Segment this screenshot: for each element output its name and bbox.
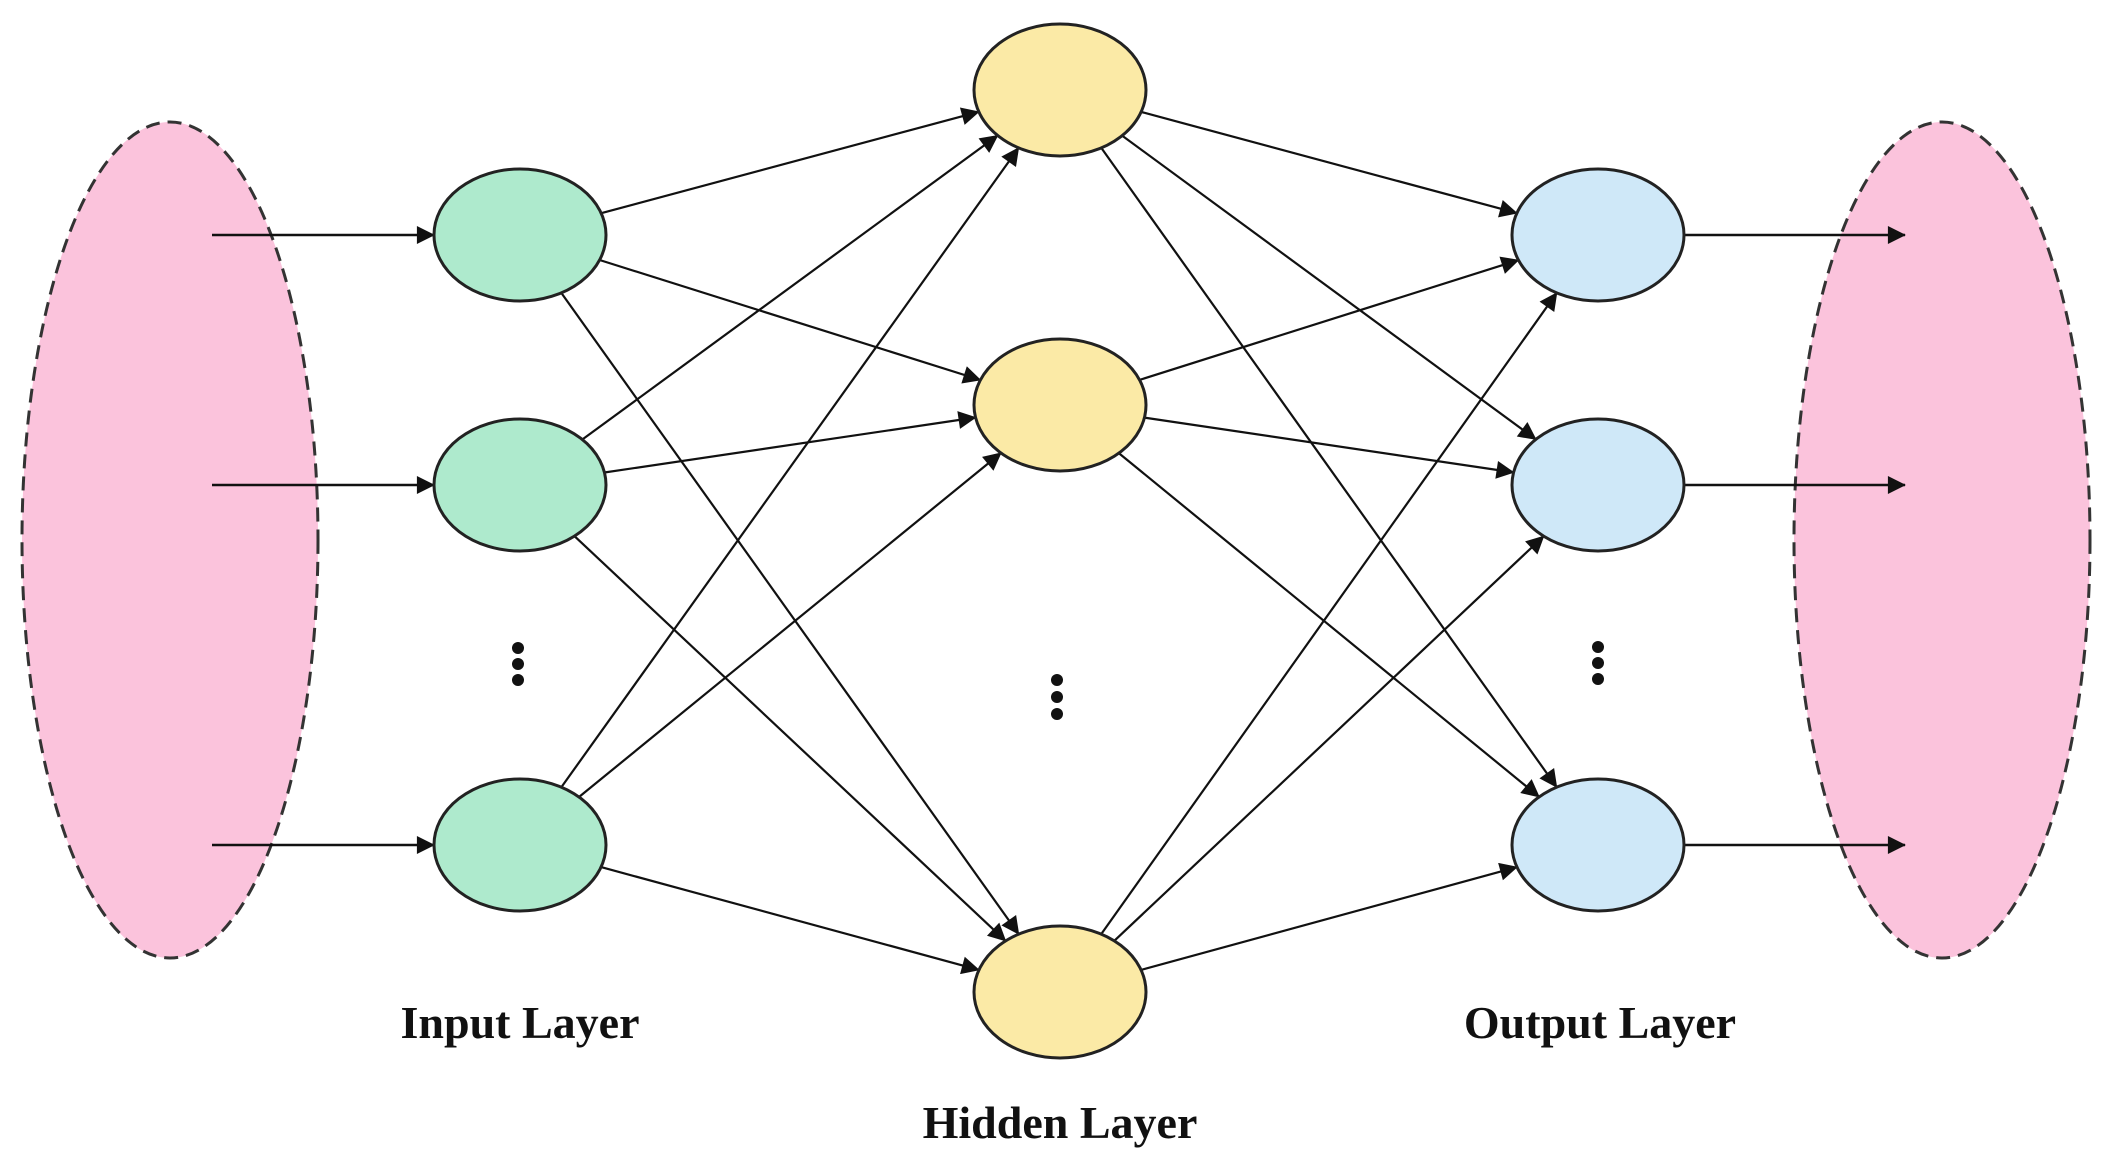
output-node-2 (1510, 417, 1686, 553)
input-hidden-connection-1-1 (600, 107, 980, 215)
hidden-output-connection-3-2 (1113, 535, 1545, 942)
input-vertical-ellipsis-icon (512, 642, 524, 686)
input-hidden-connection-1-2 (599, 258, 982, 384)
output-vertical-ellipsis-icon (1592, 641, 1604, 685)
nodes (432, 22, 1686, 1060)
input-layer-label: Input Layer (401, 997, 640, 1048)
input-node-3 (432, 777, 608, 913)
input-hidden-connection-2-1 (581, 134, 999, 441)
hidden-output-connection-1-1 (1140, 110, 1518, 218)
input-node-2 (432, 417, 608, 553)
hidden-layer-label: Hidden Layer (923, 1097, 1198, 1148)
hidden-vertical-ellipsis-icon (1051, 674, 1063, 720)
input-node-1 (432, 167, 608, 303)
input-region (20, 120, 320, 960)
hidden-output-connection-2-2 (1144, 416, 1515, 479)
input-arrows (212, 226, 435, 854)
hidden-output-connection-1-2 (1121, 134, 1537, 441)
hidden-node-2 (972, 337, 1148, 473)
output-arrows (1684, 226, 1906, 854)
input-hidden-connection-2-2 (604, 411, 977, 474)
input-hidden-connection-3-3 (600, 866, 980, 975)
connections (560, 107, 1558, 975)
output-node-3 (1510, 777, 1686, 913)
input-hidden-connection-2-3 (573, 535, 1007, 942)
output-region (1792, 120, 2092, 960)
input-hidden-connection-1-3 (560, 292, 1020, 935)
hidden-node-1 (972, 22, 1148, 158)
input-hidden-connection-3-1 (560, 147, 1020, 788)
hidden-output-connection-2-1 (1139, 256, 1520, 381)
hidden-output-connection-3-1 (1100, 292, 1558, 935)
hidden-output-connection-3-3 (1140, 862, 1518, 971)
input-hidden-connection-3-2 (578, 452, 1002, 798)
hidden-output-connection-2-3 (1118, 452, 1540, 798)
output-layer-label: Output Layer (1464, 997, 1736, 1048)
output-node-1 (1510, 167, 1686, 303)
hidden-output-connection-1-3 (1100, 147, 1558, 788)
hidden-node-3 (972, 924, 1148, 1060)
